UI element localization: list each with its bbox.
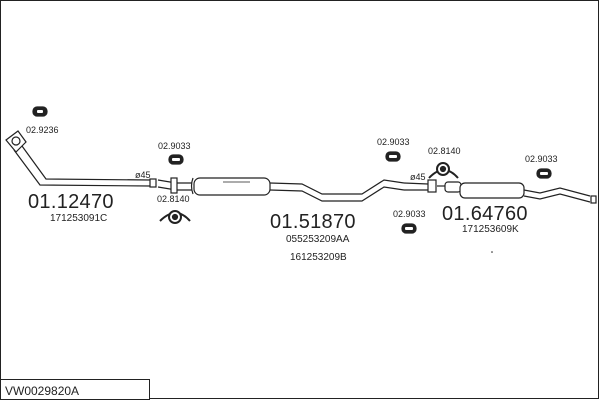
- clamp-02-8140-right-icon: [428, 162, 459, 179]
- hanger-02-9236-icon: [32, 106, 48, 117]
- ring-02-9033-left-icon: [168, 154, 184, 165]
- ring-02-9033-lower-icon: [401, 223, 417, 234]
- ring-02-9033-middle-icon: [385, 151, 401, 162]
- diagram-code-box: VW0029820A: [0, 379, 150, 400]
- accessory-label-02-9033-lower: 02.9033: [393, 209, 426, 219]
- part-number-rear-silencer: 01.64760: [442, 203, 528, 225]
- part-number-front-pipe: 01.12470: [28, 191, 114, 213]
- diagram-code: VW0029820A: [5, 384, 80, 398]
- accessory-label-02-8140-right: 02.8140: [428, 146, 461, 156]
- accessory-label-02-9033-middle: 02.9033: [377, 137, 410, 147]
- oem-number-front-pipe: 171253091C: [50, 213, 108, 224]
- oem-number-middle-silencer-2: 161253209B: [290, 252, 347, 263]
- clamp-02-8140-left-icon: [159, 210, 191, 224]
- oem-number-middle-silencer-1: 055253209AA: [286, 234, 350, 245]
- middle-silencer-drawing: [157, 177, 405, 202]
- oem-number-rear-silencer: 171253609K: [462, 224, 519, 235]
- part-number-middle-silencer: 01.51870: [270, 211, 356, 233]
- mark-dot: [491, 251, 493, 253]
- accessory-label-02-9033-left: 02.9033: [158, 141, 191, 151]
- accessory-label-02-9033-right: 02.9033: [525, 154, 558, 164]
- diameter-label-rear: ø45: [410, 172, 426, 182]
- front-pipe-drawing: [5, 130, 157, 188]
- accessory-label-02-8140-left: 02.8140: [157, 194, 190, 204]
- ring-02-9033-right-icon: [536, 168, 552, 179]
- rear-silencer-drawing: [403, 179, 597, 204]
- accessory-label-02-9236: 02.9236: [26, 125, 59, 135]
- diameter-label-front: ø45: [135, 170, 151, 180]
